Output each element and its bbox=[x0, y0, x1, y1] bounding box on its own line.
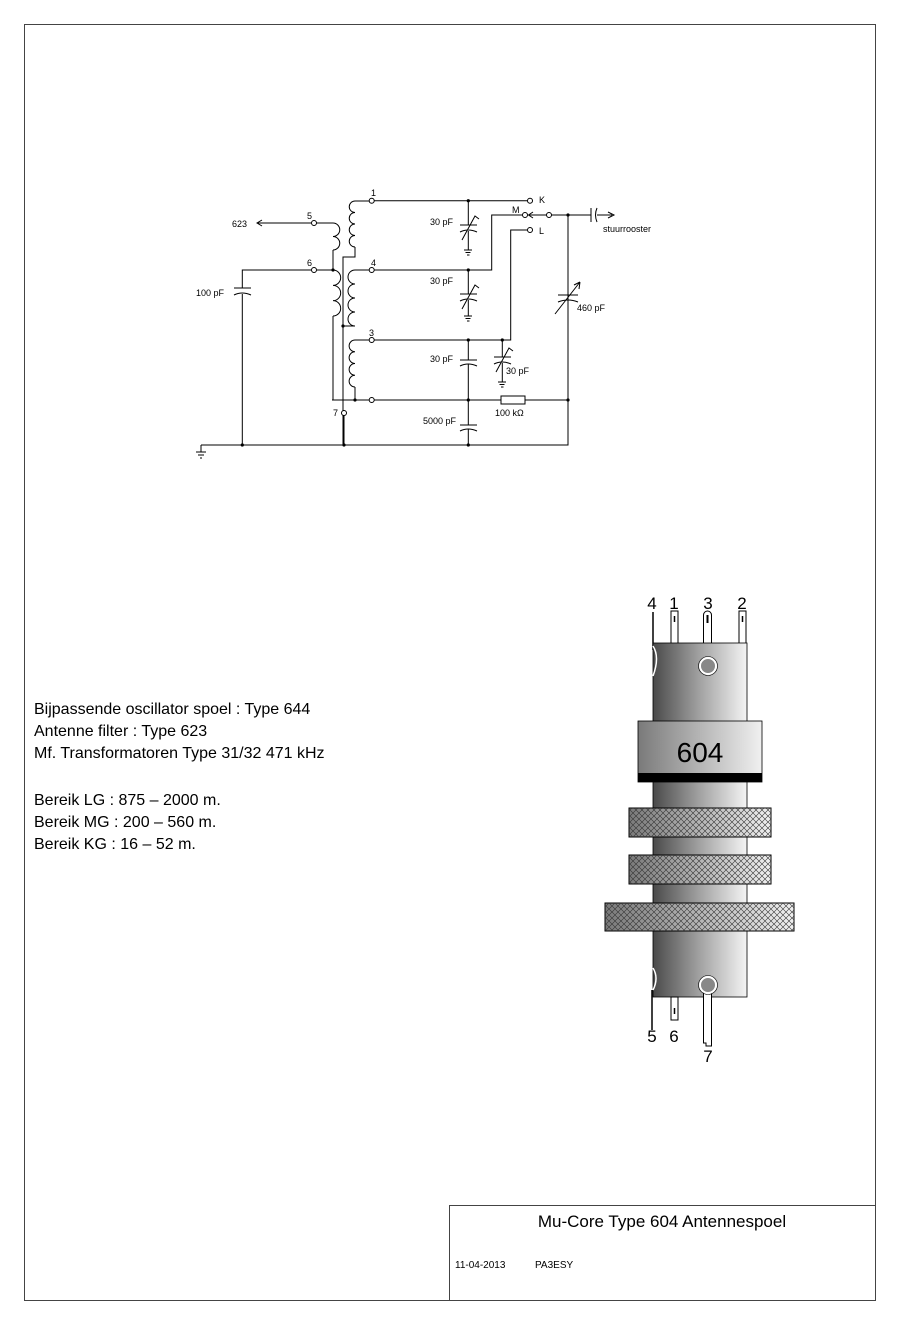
inductor-winding bbox=[332, 269, 342, 317]
coupling-capacitor bbox=[590, 207, 598, 223]
label-stuurrooster: stuurrooster bbox=[603, 224, 651, 234]
drawing-author: PA3ESY bbox=[535, 1260, 573, 1271]
label-30pf: 30 pF bbox=[430, 354, 454, 364]
switch-wiper bbox=[527, 211, 547, 219]
switch-label-k: K bbox=[539, 195, 545, 205]
capacitor-100pf bbox=[233, 287, 252, 296]
label-30pf: 30 pF bbox=[430, 217, 454, 227]
terminal-label: 1 bbox=[371, 188, 376, 198]
title-block: Mu-Core Type 604 Antennespoel 11-04-2013… bbox=[449, 1205, 876, 1301]
variable-capacitor-icon bbox=[554, 281, 581, 315]
label-460pf: 460 pF bbox=[577, 303, 606, 313]
trimmer-capacitor-icon bbox=[493, 347, 514, 373]
switch-label-m: M bbox=[512, 205, 520, 215]
arrow-icon bbox=[256, 219, 263, 227]
adjustment-rings bbox=[604, 807, 795, 932]
switch-label-l: L bbox=[539, 226, 544, 236]
inductor-winding bbox=[332, 222, 341, 251]
wire bbox=[200, 200, 612, 452]
inductor-winding bbox=[348, 200, 356, 248]
label-30pf: 30 pF bbox=[506, 366, 530, 376]
ground-icon bbox=[464, 315, 472, 322]
label-100k: 100 kΩ bbox=[495, 408, 524, 418]
label-623: 623 bbox=[232, 219, 247, 229]
pin-label: 5 bbox=[647, 1027, 656, 1046]
pin-label: 4 bbox=[647, 594, 656, 613]
terminal-label: 7 bbox=[333, 408, 338, 418]
terminal-label: 3 bbox=[369, 328, 374, 338]
range-line: Bereik LG : 875 – 2000 m. bbox=[34, 792, 221, 809]
pin-label: 6 bbox=[669, 1027, 678, 1046]
notes: Bijpassende oscillator spoel : Type 644 … bbox=[34, 701, 325, 853]
terminals bbox=[311, 197, 552, 416]
terminal-label: 5 bbox=[307, 211, 312, 221]
drawing-date: 11-04-2013 bbox=[455, 1260, 506, 1271]
note-line: Mf. Transformatoren Type 31/32 471 kHz bbox=[34, 745, 325, 762]
pin-eyelet bbox=[699, 657, 717, 675]
range-line: Bereik KG : 16 – 52 m. bbox=[34, 836, 196, 853]
pin-eyelet bbox=[699, 976, 717, 994]
pin-label: 2 bbox=[737, 594, 746, 613]
schematic: 1 4 3 5 6 7 K M L 623 stuurrooster 100 p… bbox=[196, 188, 651, 459]
junction-dots bbox=[240, 199, 570, 447]
label-30pf: 30 pF bbox=[430, 276, 454, 286]
capacitor-30pf bbox=[459, 359, 478, 367]
pin-1 bbox=[670, 610, 679, 645]
coil-windings bbox=[332, 200, 356, 388]
coil-illustration: 604 4 1 3 2 5 6 7 bbox=[604, 594, 795, 1066]
pin-2 bbox=[738, 610, 747, 645]
note-line: Antenne filter : Type 623 bbox=[34, 723, 207, 740]
ground-icon bbox=[464, 249, 472, 256]
pin-7 bbox=[703, 992, 712, 1047]
pin-label: 1 bbox=[669, 594, 678, 613]
label-100pf: 100 pF bbox=[196, 288, 225, 298]
type-label-band bbox=[637, 720, 763, 783]
trimmer-capacitor-icon bbox=[459, 215, 480, 241]
note-line: Bijpassende oscillator spoel : Type 644 bbox=[34, 701, 310, 718]
range-line: Bereik MG : 200 – 560 m. bbox=[34, 814, 216, 831]
arrow-icon bbox=[607, 211, 616, 219]
pin-label: 7 bbox=[703, 1047, 712, 1066]
ground-icon bbox=[196, 451, 206, 459]
sheet-border bbox=[24, 24, 876, 1301]
trimmer-capacitor-icon bbox=[459, 284, 480, 310]
terminal-label: 6 bbox=[307, 258, 312, 268]
resistor-100k bbox=[500, 395, 526, 405]
label-5000pf: 5000 pF bbox=[423, 416, 457, 426]
pin-label: 3 bbox=[703, 594, 712, 613]
ground-icon bbox=[498, 381, 506, 388]
type-label: 604 bbox=[677, 737, 724, 768]
drawing-title: Mu-Core Type 604 Antennespoel bbox=[538, 1212, 786, 1231]
inductor-winding bbox=[347, 269, 356, 327]
capacitor-5000pf bbox=[459, 424, 478, 432]
terminal-label: 4 bbox=[371, 258, 376, 268]
inductor-winding bbox=[348, 339, 356, 388]
